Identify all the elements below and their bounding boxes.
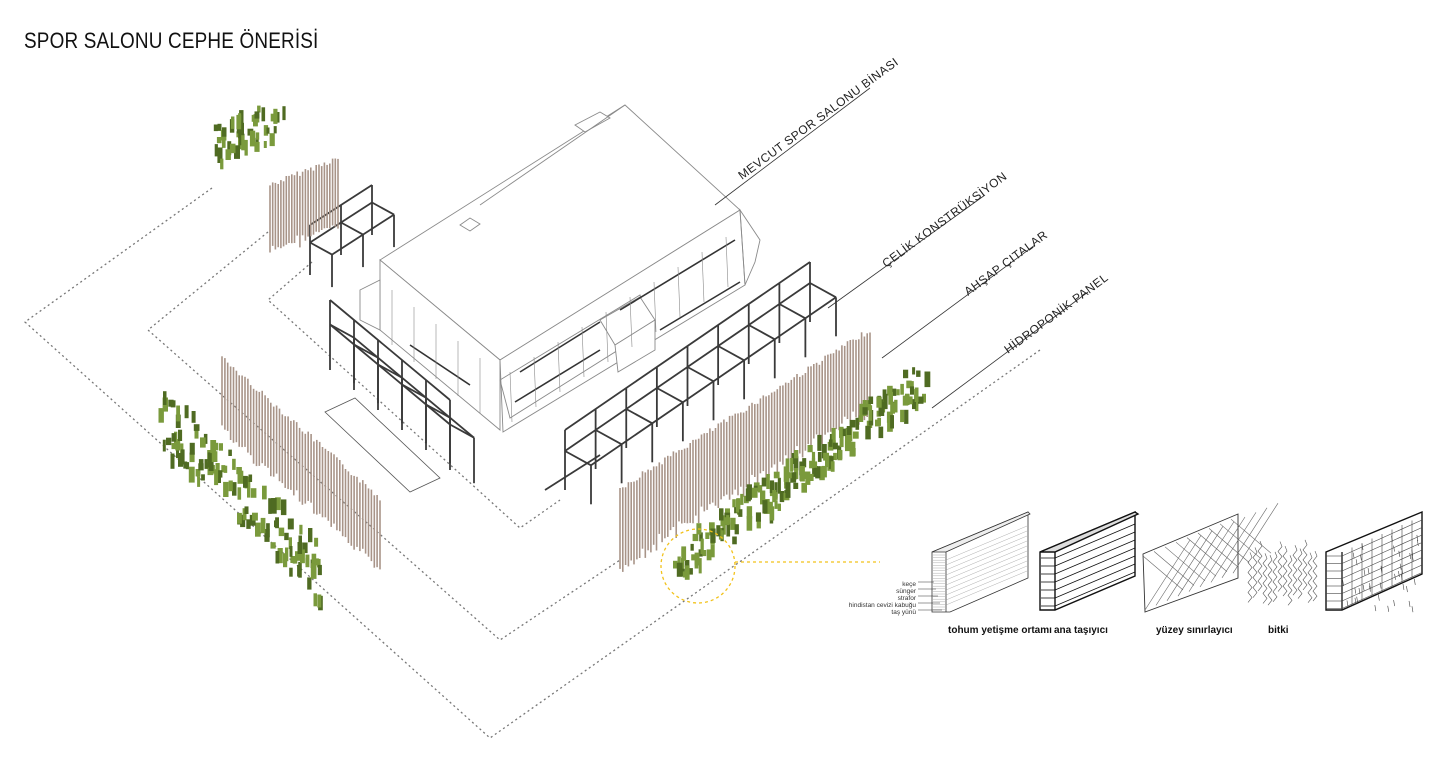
caption-surface-limiter: yüzey sınırlayıcı bbox=[1156, 625, 1233, 636]
layer-leaders bbox=[918, 581, 942, 611]
layer-label-stonewool: taş yünü bbox=[891, 609, 916, 616]
page-title: SPOR SALONU CEPHE ÖNERİSİ bbox=[24, 28, 319, 53]
building-facade-divisions bbox=[391, 236, 729, 423]
detail-panel-surface-limiter bbox=[1142, 513, 1239, 613]
layer-label-felt: keçe bbox=[902, 581, 916, 588]
assembled-panel-grid bbox=[1326, 519, 1423, 613]
label-steel-construction: ÇELİK KONSTRÜKSİYON bbox=[879, 169, 1009, 270]
layer-list: keçe sünger strafor hindistan cevizi kab… bbox=[849, 581, 917, 616]
timber-slats bbox=[221, 158, 871, 572]
detail-panel-main-carrier bbox=[1039, 510, 1140, 611]
label-leaders bbox=[714, 87, 1089, 409]
label-timber-slats: AHŞAP ÇITALAR bbox=[961, 228, 1050, 299]
building-windows bbox=[409, 239, 741, 403]
label-existing-building: MEVCUT SPOR SALONU BİNASI bbox=[735, 55, 901, 183]
explosion-guides bbox=[23, 187, 1041, 739]
detail-panel-seed-medium bbox=[931, 511, 1031, 613]
caption-plant: bitki bbox=[1268, 625, 1289, 636]
layer-label-sponge: sünger bbox=[896, 588, 917, 595]
plant-strands bbox=[1247, 539, 1318, 606]
layer-label-coconut: hindistan cevizi kabuğu bbox=[849, 602, 917, 609]
surface-limiter-grid bbox=[1142, 503, 1279, 611]
label-hydroponic-panel: HİDROPONİK PANEL bbox=[1001, 270, 1110, 356]
seed-medium-hatch bbox=[933, 525, 1028, 610]
caption-main-carrier: ana taşıyıcı bbox=[1054, 625, 1108, 636]
existing-building bbox=[359, 104, 761, 433]
detail-callout bbox=[660, 528, 880, 604]
layer-label-styrofoam: strafor bbox=[898, 595, 917, 602]
caption-seed-medium: tohum yetişme ortamı bbox=[948, 625, 1052, 636]
main-carrier-rails bbox=[1041, 523, 1136, 607]
steel-construction bbox=[309, 184, 837, 505]
